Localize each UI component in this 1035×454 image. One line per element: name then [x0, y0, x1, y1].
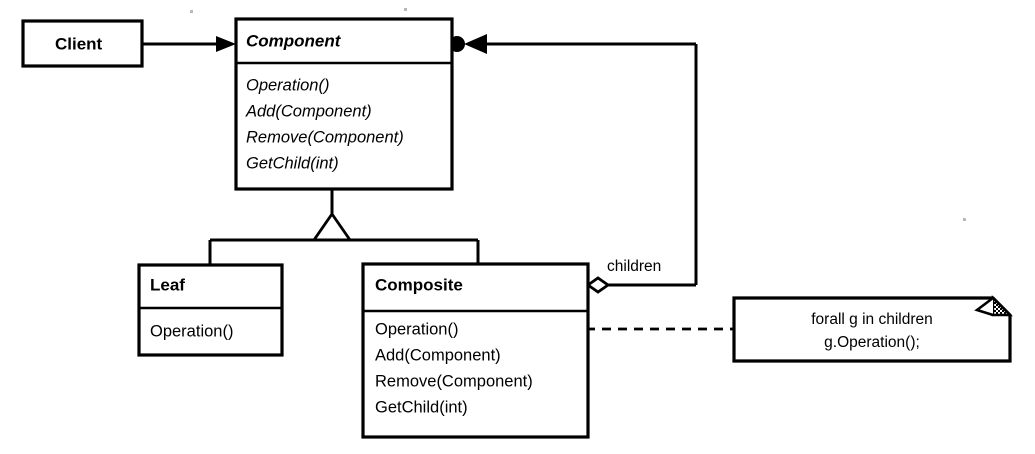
class-box-component[interactable]: Component Operation() Add(Component) Rem… — [234, 17, 454, 191]
relation-aggregation-children — [449, 34, 698, 294]
class-name-client: Client — [55, 34, 103, 53]
relation-client-to-component — [142, 36, 236, 52]
operation-component-0: Operation() — [246, 76, 329, 94]
operation-component-3: GetChild(int) — [246, 154, 339, 172]
hollow-diamond-icon — [585, 276, 611, 294]
class-name-component: Component — [246, 31, 342, 50]
relation-generalization — [208, 189, 480, 266]
note-line-1: g.Operation(); — [824, 334, 920, 351]
operation-composite-1: Add(Component) — [375, 346, 501, 364]
operation-composite-3: GetChild(int) — [375, 398, 468, 416]
note-box[interactable]: forall g in children g.Operation(); — [732, 295, 1013, 363]
class-box-composite[interactable]: Composite Operation() Add(Component) Rem… — [361, 262, 590, 439]
note-line-0: forall g in children — [811, 311, 932, 328]
hollow-triangle-icon — [311, 211, 353, 242]
class-box-client[interactable]: Client — [21, 19, 144, 68]
class-name-composite: Composite — [375, 275, 463, 294]
operation-component-1: Add(Component) — [245, 102, 372, 120]
note-dogear-icon — [991, 295, 1013, 317]
arrowhead-icon — [216, 36, 236, 52]
association-role-label-children: children — [607, 258, 661, 275]
class-box-leaf[interactable]: Leaf Operation() — [137, 263, 284, 357]
scan-speck — [963, 218, 966, 221]
operation-component-2: Remove(Component) — [246, 128, 404, 146]
operation-composite-0: Operation() — [375, 320, 458, 338]
scan-speck — [190, 10, 193, 13]
operation-composite-2: Remove(Component) — [375, 372, 533, 390]
class-name-leaf: Leaf — [150, 275, 185, 294]
arrowhead-icon — [464, 34, 487, 54]
operation-leaf-0: Operation() — [150, 322, 233, 340]
scan-speck — [404, 8, 407, 11]
